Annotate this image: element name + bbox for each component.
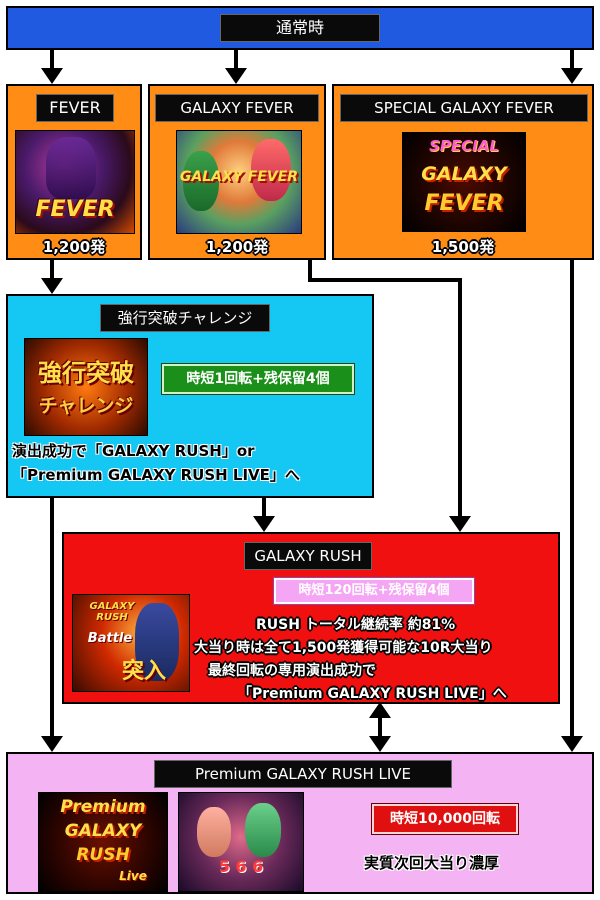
- fever-image: FEVER: [15, 130, 135, 234]
- premium-logo-line1: Premium: [60, 797, 146, 817]
- galaxy-fever-image: GALAXY FEVER: [176, 130, 302, 234]
- special-logo-line1: SPECIAL: [429, 137, 499, 155]
- premium-logo-line2: GALAXY: [64, 821, 142, 841]
- rush-jackpot-detail: 大当り時は全て1,500発獲得可能な10R大当り: [194, 640, 493, 656]
- galaxy-fever-character-1: [183, 151, 219, 211]
- screen-reel-digits: 5 6 6: [218, 857, 264, 876]
- normal-state-bar: 通常時: [6, 6, 594, 50]
- special-logo-line3: FEVER: [424, 191, 504, 216]
- galaxy-fever-payout: 1,200発: [205, 238, 269, 256]
- rush-continuation-rate: RUSH トータル継続率 約81%: [256, 617, 456, 633]
- challenge-label: 強行突破チャレンジ: [100, 304, 270, 332]
- special-galaxy-fever-box: SPECIAL GALAXY FEVER SPECIAL GALAXY FEVE…: [332, 84, 594, 260]
- challenge-box: 強行突破チャレンジ 強行突破 チャレンジ 時短1回転+残保留4個 演出成功で「G…: [6, 294, 374, 498]
- premium-logo-line3: RUSH: [76, 845, 130, 865]
- galaxy-rush-character: [135, 603, 179, 681]
- galaxy-rush-logo-line3: 突入: [121, 659, 166, 684]
- fever-label: FEVER: [36, 94, 114, 122]
- galaxy-rush-box: GALAXY RUSH 時短120回転+残保留4個 GALAXY RUSH Ba…: [62, 532, 560, 704]
- challenge-note-line2: 「Premium GALAXY RUSH LIVE」へ: [12, 466, 300, 484]
- galaxy-rush-badge: 時短120回転+残保留4個: [274, 578, 474, 604]
- fever-payout: 1,200発: [42, 238, 106, 256]
- special-galaxy-fever-payout: 1,500発: [431, 238, 495, 256]
- rush-to-live-note: 「Premium GALAXY RUSH LIVE」へ: [238, 686, 507, 702]
- premium-live-label: Premium GALAXY RUSH LIVE: [154, 760, 452, 788]
- premium-live-logo-image: Premium GALAXY RUSH Live: [38, 792, 168, 892]
- fever-logo-text: FEVER: [35, 197, 115, 222]
- premium-live-badge: 時短10,000回転: [372, 804, 518, 834]
- special-galaxy-fever-label: SPECIAL GALAXY FEVER: [340, 94, 588, 122]
- rush-final-spin-note: 最終回転の専用演出成功で: [208, 663, 376, 679]
- galaxy-fever-box: GALAXY FEVER GALAXY FEVER 1,200発: [148, 84, 326, 260]
- premium-logo-line4: Live: [119, 869, 147, 883]
- challenge-badge: 時短1回転+残保留4個: [162, 364, 354, 394]
- galaxy-rush-image: GALAXY RUSH Battle 突入: [72, 594, 190, 692]
- fever-character-shape: [46, 137, 96, 199]
- galaxy-fever-logo-text: GALAXY FEVER: [179, 169, 299, 185]
- challenge-note-line1: 演出成功で「GALAXY RUSH」or: [12, 442, 255, 460]
- galaxy-rush-logo-line1: GALAXY RUSH: [89, 601, 135, 623]
- screen-character-right: [245, 803, 281, 857]
- premium-live-note: 実質次回大当り濃厚: [364, 854, 500, 872]
- fever-box: FEVER FEVER 1,200発: [6, 84, 142, 260]
- challenge-logo-line2: チャレンジ: [38, 395, 134, 417]
- challenge-image: 強行突破 チャレンジ: [24, 338, 148, 436]
- galaxy-fever-character-2: [251, 139, 291, 201]
- normal-state-label: 通常時: [220, 14, 380, 42]
- premium-live-box: Premium GALAXY RUSH LIVE Premium GALAXY …: [6, 752, 594, 894]
- challenge-logo-line1: 強行突破: [38, 359, 134, 387]
- galaxy-rush-logo-line2: Battle: [87, 631, 133, 646]
- galaxy-fever-label: GALAXY FEVER: [155, 94, 319, 122]
- premium-live-screen-image: 5 6 6: [178, 792, 304, 892]
- special-galaxy-fever-image: SPECIAL GALAXY FEVER: [402, 132, 526, 232]
- galaxy-rush-label: GALAXY RUSH: [244, 542, 372, 570]
- special-logo-line2: GALAXY: [421, 163, 507, 185]
- screen-character-left: [197, 807, 231, 857]
